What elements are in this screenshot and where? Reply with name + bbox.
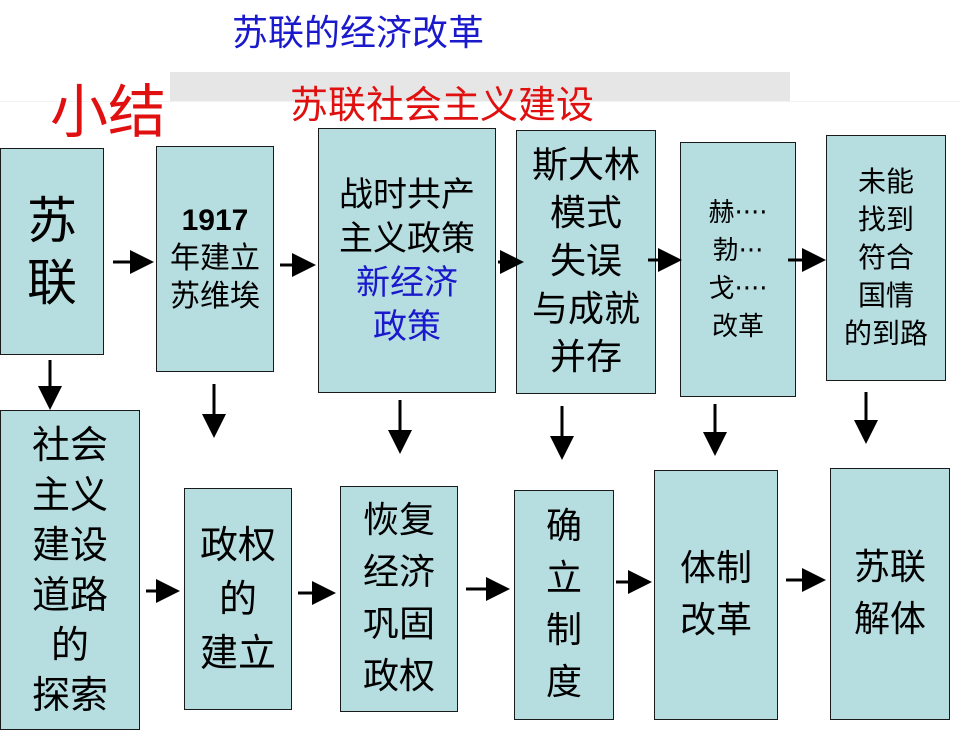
box-reforms: 赫···· 勃··· 戈···· 改革 bbox=[680, 142, 796, 397]
box-label: 年建立 苏维埃 bbox=[170, 241, 260, 314]
box-regime: 政权 的 建立 bbox=[184, 488, 292, 710]
divider-line bbox=[0, 101, 960, 102]
subtitle: 苏联社会主义建设 bbox=[290, 83, 595, 127]
box-establish: 确 立 制 度 bbox=[514, 490, 614, 720]
box-label: 赫···· 勃··· 戈···· 改革 bbox=[708, 197, 768, 342]
box-1917-soviet: 1917 年建立 苏维埃 bbox=[156, 146, 274, 372]
box-label: 恢复 经济 巩固 政权 bbox=[362, 500, 435, 697]
box-label: 未能 找到 符合 国情 的到路 bbox=[843, 165, 928, 350]
box-label-nep: 新经济 政策 bbox=[356, 262, 458, 347]
box-label: 苏 联 bbox=[27, 191, 77, 312]
box-exploration: 社会 主义 建设 道路 的 探索 bbox=[0, 410, 140, 730]
box-system-reform: 体制 改革 bbox=[654, 470, 778, 720]
box-label: 确 立 制 度 bbox=[545, 506, 582, 703]
summary-label: 小结 bbox=[50, 78, 167, 146]
box-label: 体制 改革 bbox=[679, 548, 752, 641]
title-band bbox=[170, 72, 790, 102]
box-label: 斯大林 模式 失误 与成就 并存 bbox=[531, 145, 640, 378]
box-label: 社会 主义 建设 道路 的 探索 bbox=[31, 423, 108, 717]
box-label: 战时共产 主义政策 bbox=[339, 174, 475, 259]
box-dissolution: 苏联 解体 bbox=[830, 468, 950, 720]
box-no-path: 未能 找到 符合 国情 的到路 bbox=[826, 135, 946, 381]
box-year: 1917 bbox=[181, 204, 249, 237]
box-recovery: 恢复 经济 巩固 政权 bbox=[340, 486, 458, 712]
box-war-communism: 战时共产 主义政策 新经济 政策 bbox=[318, 128, 496, 393]
box-stalin-model: 斯大林 模式 失误 与成就 并存 bbox=[516, 130, 656, 394]
box-label: 苏联 解体 bbox=[853, 547, 926, 640]
box-soviet-union: 苏 联 bbox=[0, 148, 104, 355]
box-label: 政权 的 建立 bbox=[199, 523, 276, 675]
page-title: 苏联的经济改革 bbox=[232, 13, 485, 54]
